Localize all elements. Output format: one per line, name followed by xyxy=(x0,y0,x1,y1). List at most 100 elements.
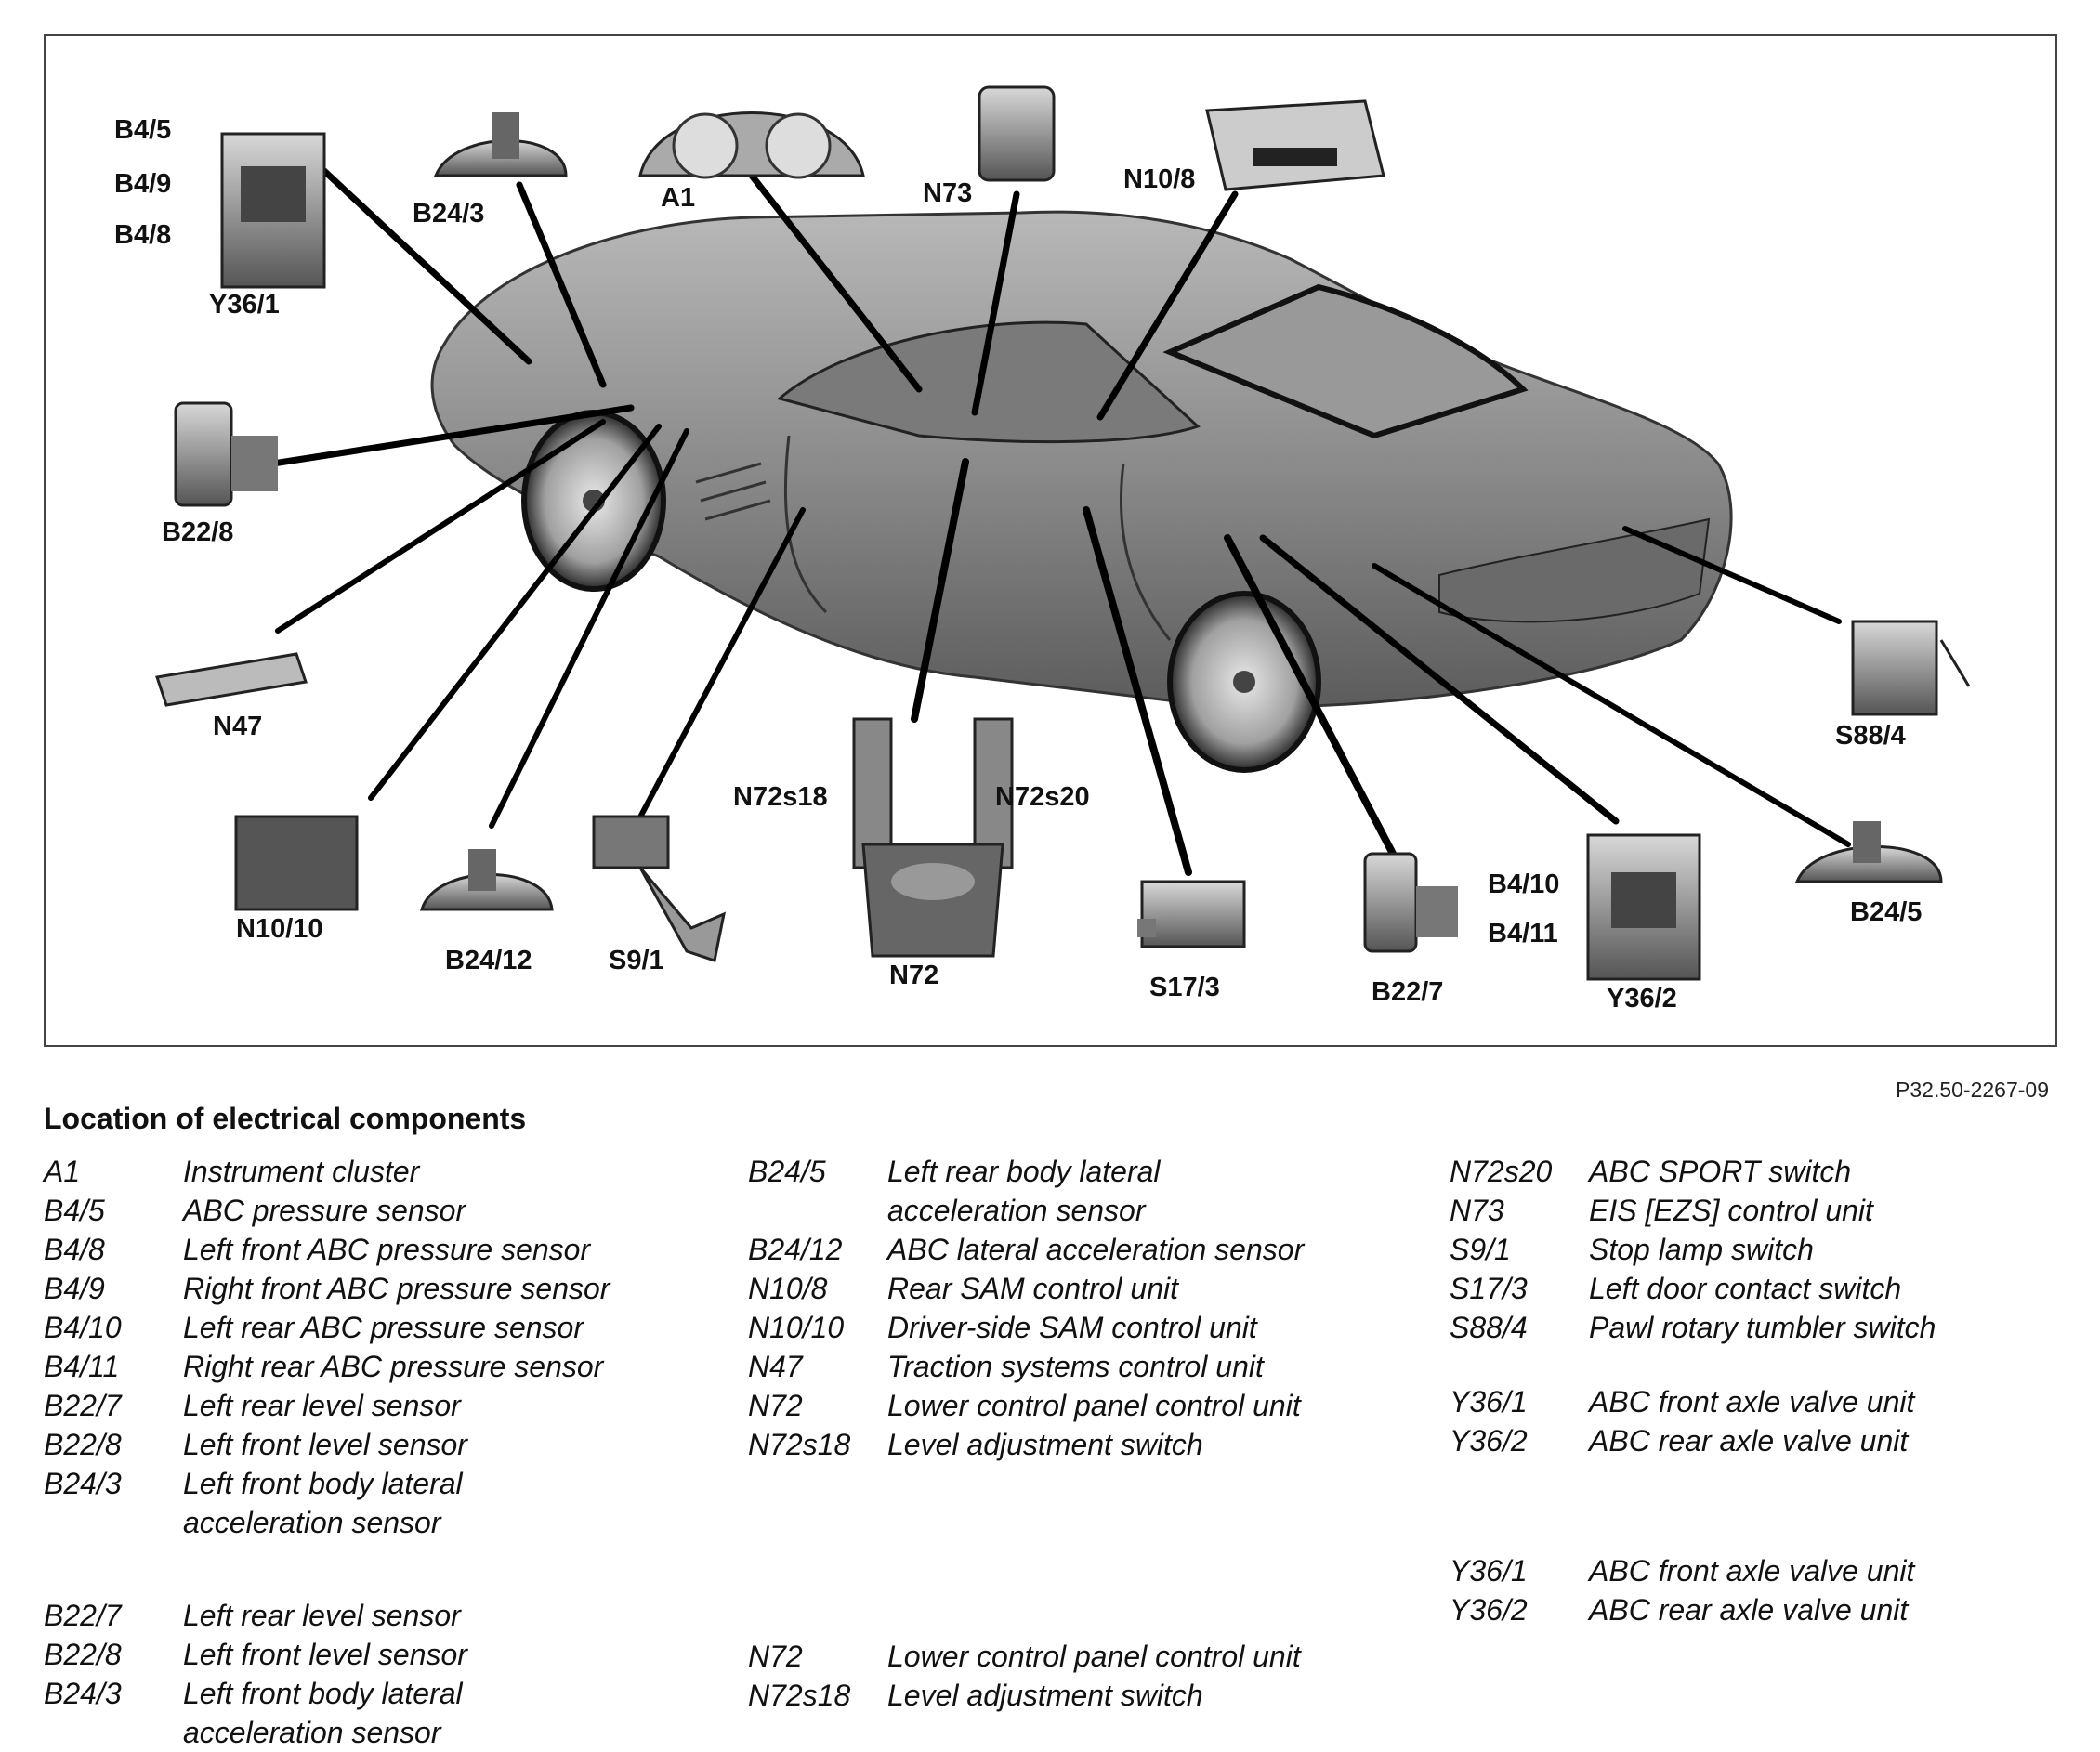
legend-code: B22/7 xyxy=(44,1599,122,1632)
rear-wheel xyxy=(1167,591,1321,773)
legend-desc: Lower control panel control unit xyxy=(887,1389,1301,1422)
part-b24-5 xyxy=(1794,821,1943,883)
legend-row: acceleration sensor xyxy=(44,1713,694,1752)
label-n10-10: N10/10 xyxy=(236,914,323,944)
legend-desc-continued: acceleration sensor xyxy=(887,1194,1146,1227)
legend-code: N72 xyxy=(748,1640,803,1673)
legend-row: N73 EIS [EZS] control unit xyxy=(1450,1191,2081,1230)
label-b22-8: B22/8 xyxy=(162,517,233,547)
legend-code: Y36/1 xyxy=(1450,1385,1528,1419)
callout-labels: B4/5 B4/9 B4/8 Y36/1 B24/3 A1 N73 N10/8 … xyxy=(114,115,1922,1013)
label-n47: N47 xyxy=(213,712,262,741)
label-b4-8: B4/8 xyxy=(114,220,171,250)
part-s88-4 xyxy=(1851,620,1971,716)
legend-desc: Instrument cluster xyxy=(183,1155,420,1188)
legend-code: B22/7 xyxy=(44,1389,122,1422)
legend-desc: Rear SAM control unit xyxy=(887,1272,1179,1305)
part-b24-12 xyxy=(419,849,554,911)
legend-desc: Lower control panel control unit xyxy=(887,1640,1301,1673)
legend-desc: ABC SPORT switch xyxy=(1589,1155,1852,1188)
legend-row: A1 Instrument cluster xyxy=(44,1152,694,1191)
label-s88-4: S88/4 xyxy=(1835,721,1906,751)
legend-code: B22/8 xyxy=(44,1428,122,1461)
legend-code: B4/11 xyxy=(44,1350,120,1383)
legend-row: acceleration sensor xyxy=(748,1191,1398,1230)
legend-desc: Left rear level sensor xyxy=(183,1389,461,1422)
legend-code: B24/12 xyxy=(748,1233,843,1266)
label-b4-11: B4/11 xyxy=(1488,919,1558,948)
part-n73 xyxy=(978,85,1056,182)
legend-row: B22/8 Left front level sensor xyxy=(44,1425,694,1464)
legend-row: B24/5 Left rear body lateral xyxy=(748,1152,1398,1191)
label-b24-3: B24/3 xyxy=(413,199,484,229)
legend-code: A1 xyxy=(44,1155,81,1188)
legend-code: B4/10 xyxy=(44,1311,122,1344)
legend-desc: ABC front axle valve unit xyxy=(1589,1385,1915,1419)
legend-desc: ABC rear axle valve unit xyxy=(1589,1424,1909,1458)
legend-row: acceleration sensor xyxy=(44,1503,694,1542)
part-n47 xyxy=(155,652,308,707)
legend-desc: Pawl rotary tumbler switch xyxy=(1589,1311,1936,1344)
label-n72: N72 xyxy=(889,961,938,990)
legend-code: B24/3 xyxy=(44,1677,122,1710)
label-n72s20: N72s20 xyxy=(995,782,1090,812)
legend-row: N10/8 Rear SAM control unit xyxy=(748,1269,1398,1308)
part-a1-instrument-cluster xyxy=(638,111,865,179)
legend-title: Location of electrical components xyxy=(44,1102,527,1135)
part-n10-8 xyxy=(1205,99,1385,191)
legend-desc: Left front level sensor xyxy=(183,1428,467,1461)
label-b22-7: B22/7 xyxy=(1372,977,1443,1007)
legend-desc: EIS [EZS] control unit xyxy=(1589,1194,1873,1227)
legend-desc: ABC lateral acceleration sensor xyxy=(887,1233,1305,1266)
legend-code: S9/1 xyxy=(1450,1233,1511,1266)
legend-code: B22/8 xyxy=(44,1638,122,1671)
legend-desc: Left front body lateral xyxy=(183,1467,463,1500)
label-s9-1: S9/1 xyxy=(609,946,664,975)
legend-code: N72s18 xyxy=(748,1679,851,1712)
legend-code: B24/5 xyxy=(748,1155,826,1188)
legend-code: N72 xyxy=(748,1389,803,1422)
legend-desc: ABC pressure sensor xyxy=(183,1194,466,1227)
legend-desc: Left rear level sensor xyxy=(183,1599,461,1632)
legend-code: B4/9 xyxy=(44,1272,105,1305)
legend-desc: Left rear body lateral xyxy=(887,1155,1161,1188)
legend-desc-continued: acceleration sensor xyxy=(183,1716,441,1749)
legend-desc: Right front ABC pressure sensor xyxy=(183,1272,610,1305)
label-b4-9: B4/9 xyxy=(114,169,171,199)
legend-column-2: B24/5 Left rear body lateral acceleration… xyxy=(748,1152,1398,1715)
part-s9-1 xyxy=(592,815,727,962)
part-s17-3 xyxy=(1137,880,1246,948)
label-n10-8: N10/8 xyxy=(1123,164,1195,194)
legend-code: N73 xyxy=(1450,1194,1504,1227)
part-b22-7 xyxy=(1363,852,1458,953)
legend-code: N47 xyxy=(748,1350,803,1383)
legend-desc: Left front level sensor xyxy=(183,1638,467,1671)
car-illustration: B4/5 B4/9 B4/8 Y36/1 B24/3 A1 N73 N10/8 … xyxy=(114,85,1971,1013)
legend-desc-continued: acceleration sensor xyxy=(183,1506,441,1539)
legend-row: B4/9 Right front ABC pressure sensor xyxy=(44,1269,694,1308)
part-y36-1 xyxy=(220,132,326,289)
legend-code: N10/8 xyxy=(748,1272,828,1305)
legend-row: N72 Lower control panel control unit xyxy=(748,1386,1398,1425)
label-b24-12: B24/12 xyxy=(445,946,532,975)
part-y36-2 xyxy=(1586,833,1701,981)
part-n10-10 xyxy=(234,815,359,911)
legend-code: N10/10 xyxy=(748,1311,845,1344)
part-b22-8 xyxy=(174,401,278,507)
legend-row: B22/8 Left front level sensor xyxy=(44,1635,694,1674)
legend-row: B22/7 Left rear level sensor xyxy=(44,1596,694,1635)
legend-code: S88/4 xyxy=(1450,1311,1528,1344)
